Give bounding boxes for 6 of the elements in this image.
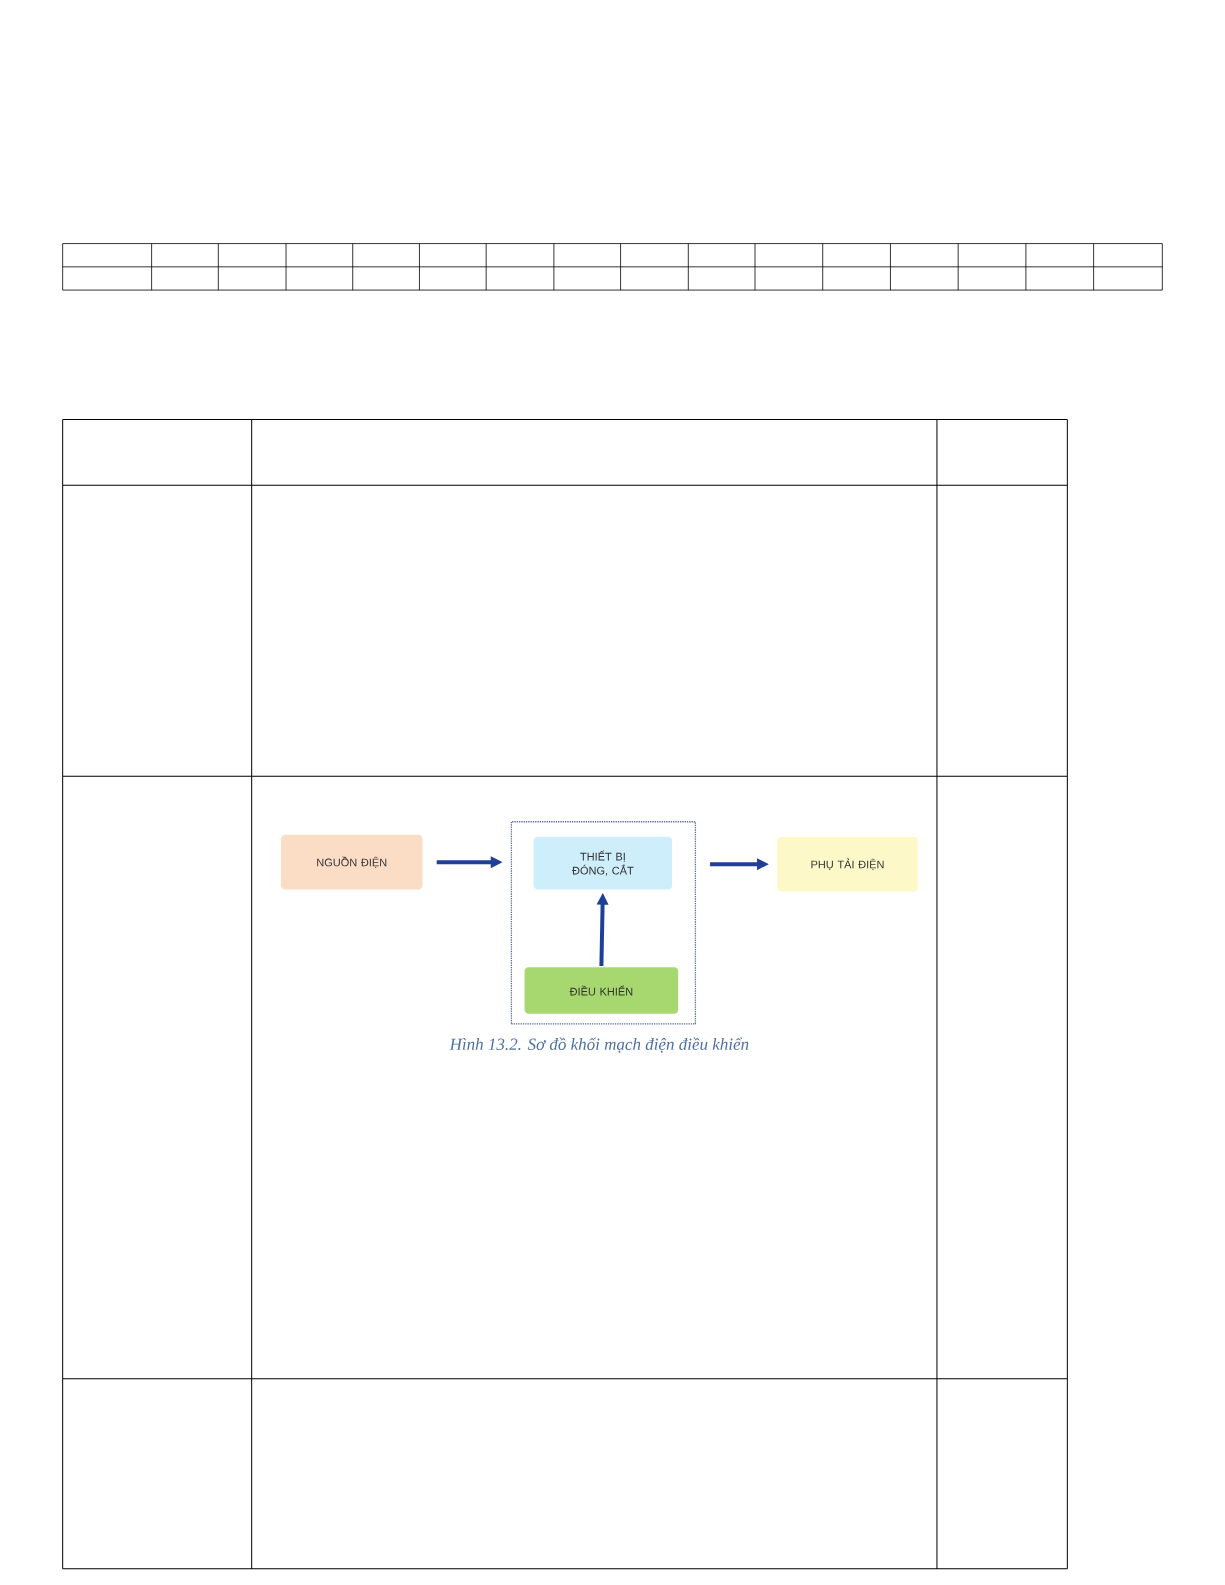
dashed-frame bbox=[510, 821, 697, 1025]
block-box: ĐIỀU KHIỂN bbox=[524, 967, 679, 1014]
block-box: PHỤ TẢI ĐIỆN bbox=[777, 836, 918, 892]
block-box: THIẾT BỊ ĐÓNG, CẮT bbox=[533, 836, 673, 890]
figure-caption: Hình 13.2. Sơ đồ khối mạch điện điều khiển bbox=[449, 1037, 749, 1053]
block-box: NGUỒN ĐIỆN bbox=[281, 834, 423, 890]
